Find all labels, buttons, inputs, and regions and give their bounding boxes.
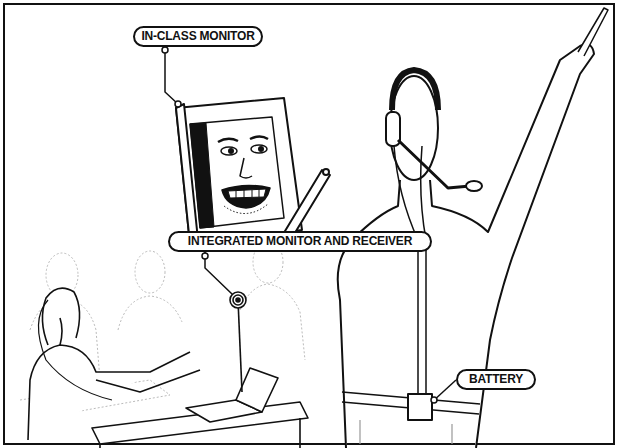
callout-label: INTEGRATED MONITOR AND RECEIVER bbox=[168, 231, 432, 252]
student bbox=[28, 288, 308, 448]
laptop-receiver bbox=[38, 292, 278, 422]
label-text: BATTERY bbox=[464, 372, 528, 387]
leader-line bbox=[431, 380, 456, 403]
callout-label: BATTERY bbox=[456, 369, 536, 390]
teacher bbox=[338, 8, 608, 448]
label-text: INTEGRATED MONITOR AND RECEIVER bbox=[176, 234, 424, 249]
label-text: IN-CLASS MONITOR bbox=[141, 29, 255, 44]
leader-line bbox=[162, 46, 181, 107]
classroom-monitor bbox=[176, 98, 330, 244]
leader-line bbox=[202, 252, 232, 294]
callout-label: IN-CLASS MONITOR bbox=[133, 26, 263, 47]
